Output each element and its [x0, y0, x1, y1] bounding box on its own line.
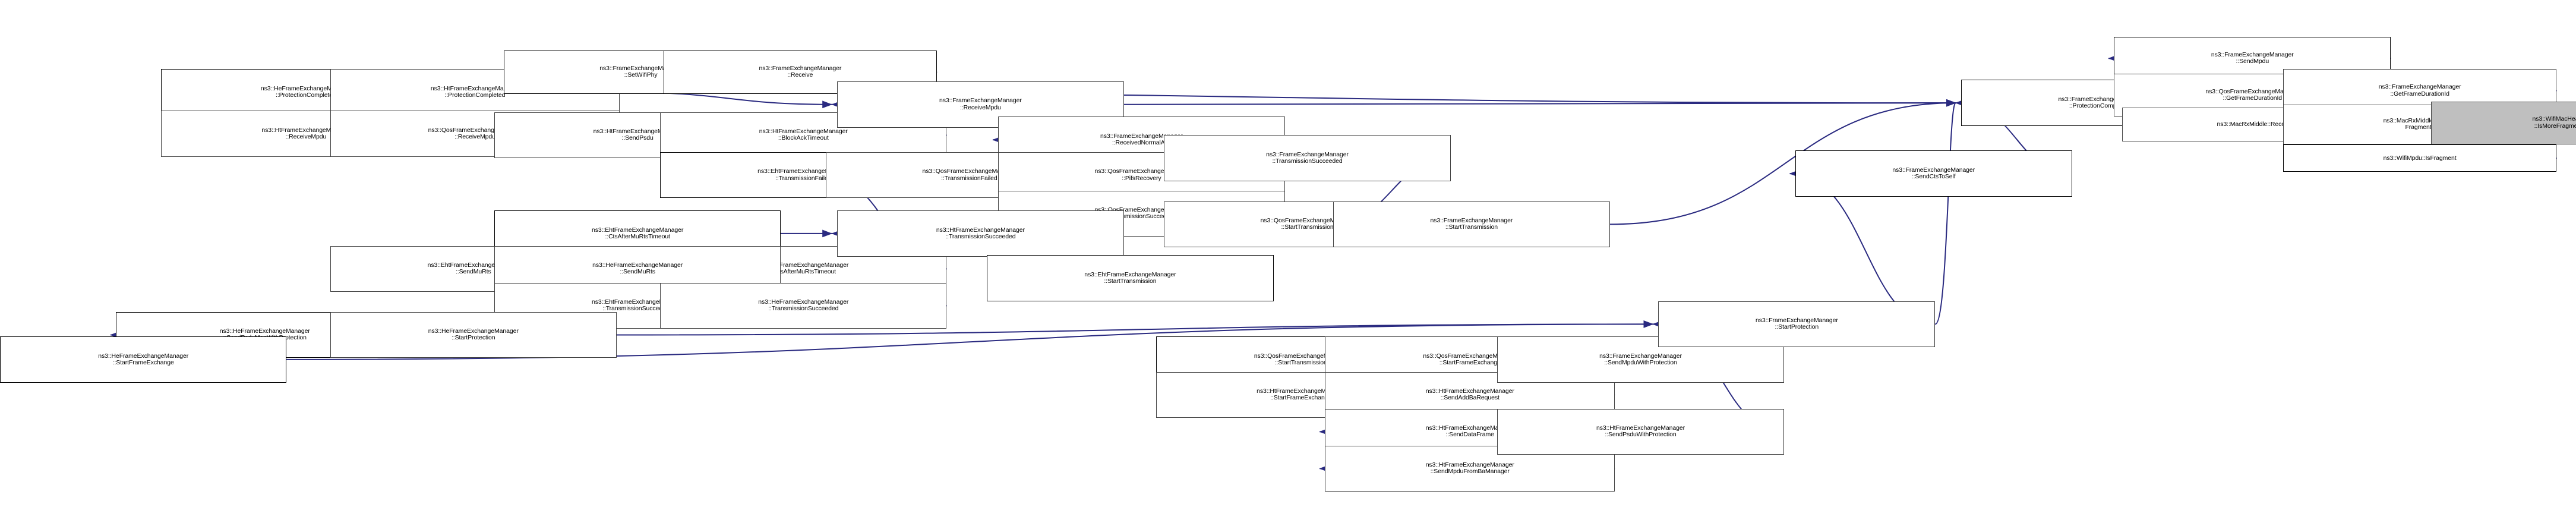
graph-node-label: ns3::EhtFrameExchangeManager ::Transmiss…	[592, 298, 684, 313]
graph-node[interactable]: ns3::HtFrameExchangeManager ::Transmissi…	[837, 210, 1124, 257]
graph-node-label: ns3::FrameExchangeManager ::GetFrameDura…	[2378, 83, 2461, 97]
graph-node-label: ns3::FrameExchangeManager ::SendMpdu	[2211, 51, 2294, 65]
graph-node-label: ns3::HtFrameExchangeManager ::Transmissi…	[936, 226, 1025, 240]
graph-node[interactable]: ns3::WifiMacHeader ::IsMoreFragments	[2431, 101, 2576, 144]
graph-node[interactable]: ns3::FrameExchangeManager ::Transmission…	[1164, 135, 1451, 181]
graph-node-label: ns3::HeFrameExchangeManager ::Protection…	[260, 84, 351, 99]
graph-node[interactable]: ns3::HeFrameExchangeManager ::StartProte…	[330, 311, 617, 358]
graph-node-label: ns3::QosFrameExchangeManager ::Transmiss…	[1094, 206, 1189, 221]
graph-node-label: ns3::HeFrameExchangeManager ::StartFrame…	[98, 352, 189, 366]
graph-node-label: ns3::HtFrameExchangeManager ::Protection…	[430, 84, 519, 99]
graph-node[interactable]: ns3::FrameExchangeManager ::StartProtect…	[1658, 301, 1936, 348]
graph-edge	[1934, 99, 1956, 325]
graph-node-label: ns3::EhtFrameExchangeManager ::Transmiss…	[757, 168, 850, 182]
graph-node-label: ns3::HtFrameExchangeManager ::BlockAckTi…	[759, 128, 848, 142]
graph-node[interactable]: ns3::FrameExchangeManager ::SendCtsToSel…	[1795, 150, 2072, 197]
graph-edge	[620, 92, 1956, 107]
graph-node-label: ns3::FrameExchangeManager ::ReceivedNorm…	[1100, 132, 1183, 147]
graph-node-label: ns3::HtFrameExchangeManager ::SendAddBaR…	[1425, 387, 1514, 402]
graph-node-label: ns3::FrameExchangeManager ::ReceiveMpdu	[939, 97, 1022, 111]
graph-node-label: ns3::QosFrameExchangeManager ::Transmiss…	[922, 168, 1016, 182]
graph-node-label: ns3::FrameExchangeManager ::StartProtect…	[1755, 317, 1838, 331]
graph-node-label: ns3::QosFrameExchangeManager ::PifsRecov…	[1094, 168, 1189, 182]
graph-node-label: ns3::QosFrameExchangeManager ::ReceiveMp…	[428, 126, 522, 140]
graph-node[interactable]: ns3::EhtFrameExchangeManager ::StartTran…	[987, 255, 1274, 301]
graph-edge	[620, 92, 833, 109]
graph-node-label: ns3::QosFrameExchangeManager ::GetFrameD…	[2205, 87, 2300, 102]
graph-node[interactable]: ns3::FrameExchangeManager ::StartTransmi…	[1333, 201, 1610, 248]
graph-node-label: ns3::MacRxMiddle::Handle Fragments	[2383, 117, 2457, 131]
graph-node[interactable]: ns3::HtFrameExchangeManager ::SendPsduWi…	[1497, 408, 1784, 455]
graph-node[interactable]: ns3::HeFrameExchangeManager ::StartFrame…	[0, 336, 287, 383]
graph-node-label: ns3::HtFrameExchangeManager ::StartFrame…	[1257, 387, 1346, 402]
graph-node-label: ns3::EhtFrameExchangeManager ::SendMuRts	[427, 262, 519, 276]
graph-node-label: ns3::HeFrameExchangeManager ::StartProte…	[428, 327, 519, 342]
graph-node-label: ns3::MacRxMiddle::Receive	[2217, 120, 2293, 128]
graph-node-label: ns3::WifiMacHeader ::IsMoreFragments	[2532, 115, 2576, 130]
graph-node-label: ns3::FrameExchangeManager ::SendMpduWith…	[1599, 352, 1682, 366]
graph-node[interactable]: ns3::WifiMpdu::IsFragment	[2283, 144, 2557, 172]
graph-node-label: ns3::HtFrameExchangeManager ::SendPsdu	[593, 128, 682, 142]
graph-node-label: ns3::HtFrameExchangeManager ::SendMpduFr…	[1425, 461, 1514, 475]
graph-node-label: ns3::FrameExchangeManager ::SendCtsToSel…	[1892, 166, 1975, 181]
graph-node-label: ns3::HtFrameExchangeManager ::SendPsduWi…	[1596, 424, 1685, 439]
graph-node-label: ns3::FrameExchangeManager ::ProtectionCo…	[2058, 95, 2141, 110]
graph-node-label: ns3::HtFrameExchangeManager ::ReceiveMpd…	[261, 126, 351, 140]
graph-node-label: ns3::HtFrameExchangeManager ::SendDataFr…	[1425, 424, 1514, 439]
graph-node-label: ns3::FrameExchangeManager ::SetWifiPhy	[599, 65, 682, 79]
graph-node-label: ns3::QosFrameExchangeManager ::StartTran…	[1260, 217, 1355, 231]
graph-node-label: ns3::FrameExchangeManager ::Transmission…	[1266, 150, 1349, 165]
graph-node-label: ns3::WifiMpdu::IsFragment	[2383, 154, 2457, 162]
graph-node-label: ns3::FrameExchangeManager ::StartTransmi…	[1430, 217, 1513, 231]
graph-node-label: ns3::HeFrameExchangeManager ::Transmissi…	[758, 298, 849, 313]
graph-node[interactable]: ns3::HeFrameExchangeManager ::Transmissi…	[660, 282, 947, 329]
graph-node-label: ns3::HeFrameExchangeManager ::SendMuRts	[592, 262, 683, 276]
graph-node-label: ns3::EhtFrameExchangeManager ::StartTran…	[1084, 270, 1176, 285]
graph-edge	[1123, 99, 1956, 107]
graph-node-label: ns3::FrameExchangeManager ::Receive	[759, 65, 842, 79]
graph-node-label: ns3::HeFrameExchangeManager ::CtsAfterMu…	[758, 262, 849, 276]
graph-node-label: ns3::EhtFrameExchangeManager ::CtsAfterM…	[592, 226, 684, 240]
